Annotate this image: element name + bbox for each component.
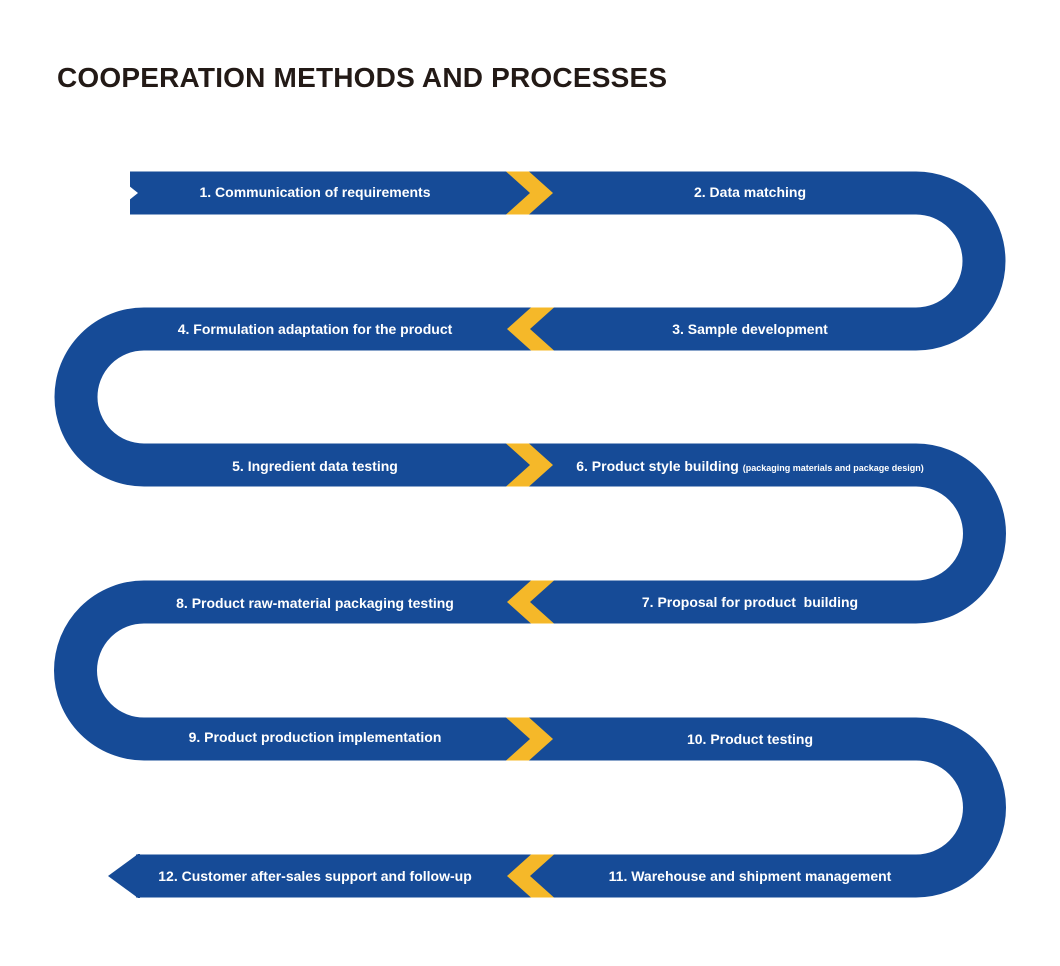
step-6-sublabel: (packaging materials and package design): [743, 463, 924, 473]
step-10-label: 10. Product testing: [687, 731, 813, 747]
page-title: COOPERATION METHODS AND PROCESSES: [57, 62, 668, 93]
step-11-label: 11. Warehouse and shipment management: [609, 868, 892, 884]
flow-band: [54, 171, 1006, 898]
step-5-label: 5. Ingredient data testing: [232, 458, 398, 474]
chevron-arrow-2: [507, 307, 554, 351]
chevron-arrow-3: [506, 443, 553, 487]
step-12-label: 12. Customer after-sales support and fol…: [158, 868, 472, 884]
chevron-arrow-1: [506, 171, 553, 215]
step-4-label: 4. Formulation adaptation for the produc…: [178, 321, 453, 337]
chevron-arrow-5: [506, 717, 553, 761]
step-6-label: 6. Product style building (packaging mat…: [576, 458, 924, 474]
chevron-group: [506, 171, 554, 898]
step-8-label: 8. Product raw-material packaging testin…: [176, 595, 454, 611]
step-9-label: 9. Product production implementation: [189, 729, 442, 745]
step-2-label: 2. Data matching: [694, 184, 806, 200]
chevron-arrow-4: [507, 580, 554, 624]
chevron-arrow-6: [507, 854, 554, 898]
flow-end-arrow: [108, 854, 140, 898]
step-1-label: 1. Communication of requirements: [199, 184, 430, 200]
step-7-label: 7. Proposal for product building: [642, 594, 858, 610]
flow-start-notch: [100, 170, 138, 216]
step-3-label: 3. Sample development: [672, 321, 828, 337]
